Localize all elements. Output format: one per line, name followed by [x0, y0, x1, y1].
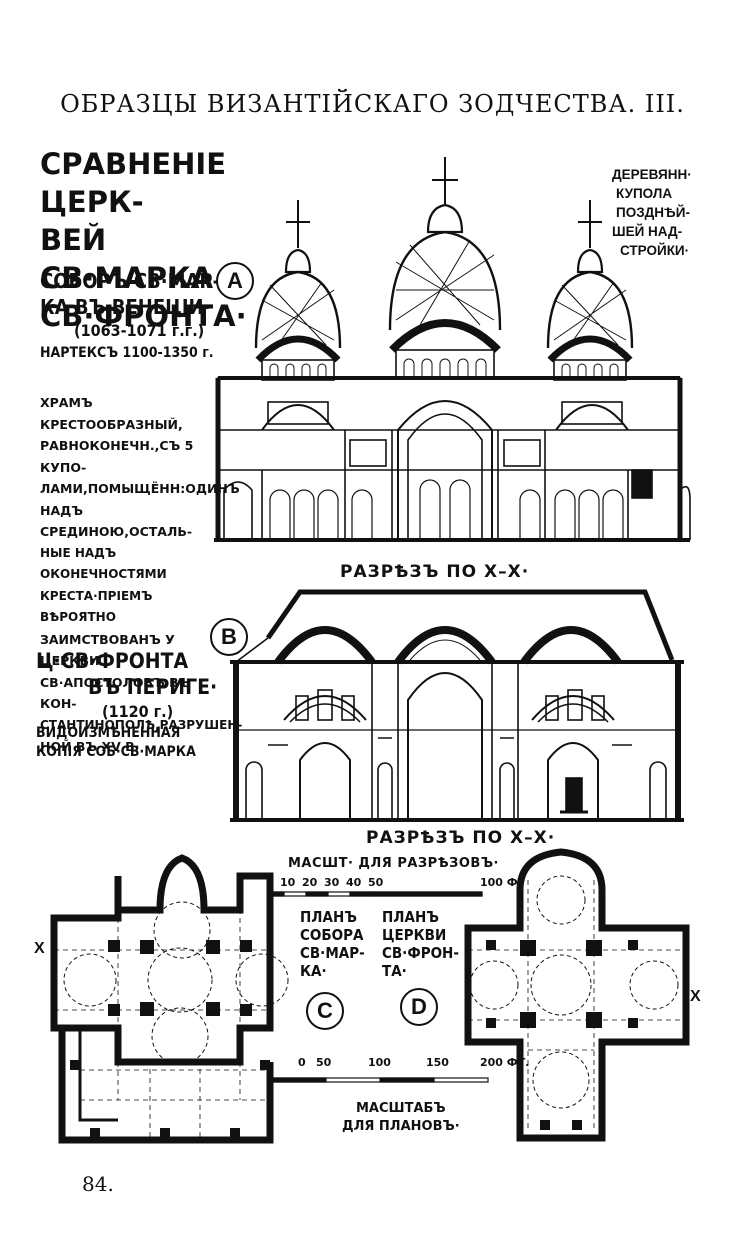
desc-line: НАДЪ СРЕДИНОЮ,ОСТАЛЬ- — [40, 502, 193, 540]
dome-note-line: ПОЗДНѢЙ- — [616, 205, 690, 220]
plan-scale-line: ДЛЯ ПЛАНОВЪ· — [342, 1119, 460, 1134]
desc-line: НОЙ ВЪ XV В· — [40, 739, 140, 754]
desc-line: СВ·АПОСТОЛОВЪ ВЪ КОН- — [40, 674, 191, 712]
axis-label-right: X — [690, 988, 701, 1005]
label-circle-a: A — [216, 262, 254, 300]
desc-line: СТАНТИНОПОЛѢ,РАЗРУШЕН- — [40, 717, 243, 732]
plan-c-label: ПЛАНЪ СОБОРА СВ·МАР- КА· — [300, 908, 365, 980]
scale-tick: 0 — [298, 1056, 306, 1069]
section-a-caption: РАЗРѢЗЪ ПО X–X· — [340, 562, 530, 582]
main-title: СРАВНЕНІЕ ЦЕРК- ВЕЙ СВ·МАРКА И СВ·ФРОНТА… — [40, 145, 270, 335]
plan-scale-line: МАСШТАБЪ — [356, 1101, 446, 1116]
section-b-desc-1: ВИДОИЗМѢНЕННАЯ — [36, 725, 181, 741]
section-a-dates: (1063-1071 г.г.) — [74, 321, 205, 340]
plan-c-line: КА· — [300, 962, 327, 980]
dome-note-line: ДЕРЕВЯНН· — [612, 167, 692, 182]
title-line-1: СРАВНЕНІЕ ЦЕРК- — [40, 147, 227, 219]
label-circle-b: B — [210, 618, 248, 656]
section-a-heading-2: КА ВЪ ВЕНЕЦІИ· — [40, 295, 211, 319]
section-b-text: Ц·СВ·ФРОНТА ВЪ ПЕРИГЕ· (1120 г.) ВИДОИЗМ… — [36, 648, 236, 762]
scale-tick: 30 — [324, 876, 340, 889]
plan-d-line: СВ·ФРОН- — [382, 944, 459, 962]
section-a-heading-1: СОБОРЪ СВ·МАР- — [40, 269, 221, 293]
plan-d-line: ТА· — [382, 962, 407, 980]
scale-tick: 40 — [346, 876, 362, 889]
desc-line: НЫЕ НАДЪ ОКОНЕЧНОСТЯМИ — [40, 545, 167, 582]
section-b-caption: РАЗРѢЗЪ ПО X–X· — [366, 828, 556, 848]
desc-line: КРЕСТА·ПРІЕМЪ ВѢРОЯТНО — [40, 588, 153, 625]
dome-note-line: СТРОЙКИ· — [620, 243, 690, 258]
plan-d-label: ПЛАНЪ ЦЕРКВИ СВ·ФРОН- ТА· — [382, 908, 459, 980]
section-b-heading-1: Ц·СВ·ФРОНТА — [36, 649, 189, 673]
page-header: ОБРАЗЦЫ ВИЗАНТІЙСКАГО ЗОДЧЕСТВА. III. — [60, 90, 685, 118]
scale-tick: 50 — [316, 1056, 332, 1069]
scale-tick: 20 — [302, 876, 318, 889]
section-b-dates: (1120 г.) — [102, 702, 174, 721]
page-number: 84. — [82, 1172, 114, 1196]
scale-tick: 50 — [368, 876, 384, 889]
desc-line: ЗАИМСТВОВАНЪ У ЦЕРКВИ — [40, 631, 175, 669]
scale-tick: 150 — [426, 1056, 449, 1069]
section-a-text: СОБОРЪ СВ·МАР- КА ВЪ ВЕНЕЦІИ· (1063-1071… — [40, 268, 240, 364]
plan-c-line: ПЛАНЪ — [300, 908, 357, 926]
dome-note-line: ШЕЙ НАД- — [612, 224, 683, 239]
plan-c-line: СОБОРА — [300, 926, 364, 944]
plan-scale-ticks: 0 50 100 150 200 ФТ. — [298, 1056, 718, 1072]
section-b-heading-2: ВЪ ПЕРИГЕ· — [88, 675, 218, 699]
title-line-2: ВЕЙ СВ·МАРКА И — [40, 223, 248, 295]
section-a-description: ХРАМЪ КРЕСТООБРАЗНЫЙ, РАВНОКОНЕЧН.,СЪ 5 … — [40, 392, 243, 758]
plan-d-line: ЦЕРКВИ — [382, 926, 447, 944]
scale-tick: 100 — [368, 1056, 391, 1069]
axis-label-left: X — [34, 940, 45, 957]
desc-line: РАВНОКОНЕЧН.,СЪ 5 КУПО- — [40, 438, 194, 475]
desc-line: ЛАМИ,ПОМЫЩЁНН:ОДИНЪ — [40, 481, 240, 496]
section-a-narthex: НАРТЕКСЪ 1100-1350 г. — [40, 345, 214, 361]
cross-icon — [286, 157, 602, 248]
scale-tick: 10 — [280, 876, 296, 889]
dome-note-line: КУПОЛА — [616, 186, 673, 201]
plan-c-line: СВ·МАР- — [300, 944, 365, 962]
plan-d-line: ПЛАНЪ — [382, 908, 439, 926]
section-b-desc-2: КОПІЯ СОБ·СВ·МАРКА — [36, 744, 196, 760]
plan-scale-label: МАСШТАБЪ ДЛЯ ПЛАНОВЪ· — [342, 1100, 460, 1136]
scale-tick: 200 ФТ. — [480, 1056, 530, 1069]
label-circle-c: C — [306, 992, 344, 1030]
dome-note: ДЕРЕВЯНН· КУПОЛА ПОЗДНѢЙ- ШЕЙ НАД- СТРОЙ… — [612, 165, 702, 260]
label-circle-d: D — [400, 988, 438, 1026]
title-line-3: СВ·ФРОНТА· — [40, 299, 247, 333]
section-scale-label: МАСШТ· ДЛЯ РАЗРѢЗОВЪ· — [288, 856, 499, 871]
desc-line: ХРАМЪ КРЕСТООБРАЗНЫЙ, — [40, 395, 183, 432]
